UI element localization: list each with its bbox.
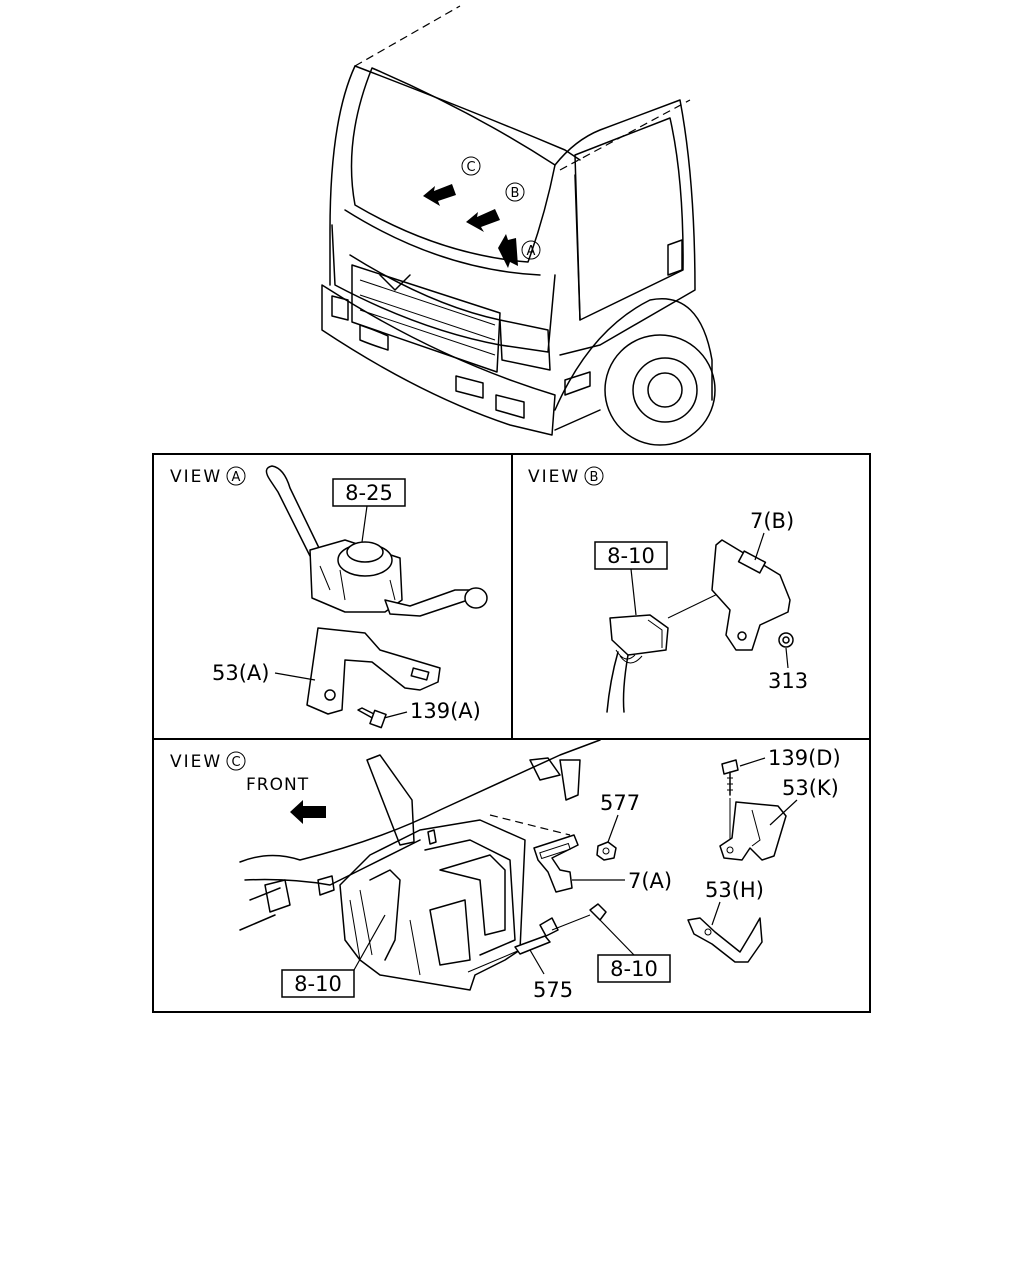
marker-c-badge: C xyxy=(461,156,481,176)
view-a-ref-box: 8-25 xyxy=(332,478,406,507)
view-a-letter-badge: A xyxy=(226,466,246,486)
view-c-letter-badge: C xyxy=(226,751,246,771)
bracket-53h-part xyxy=(687,917,763,963)
svg-text:A: A xyxy=(232,470,241,485)
view-c-arrow-icon xyxy=(423,184,456,206)
svg-text:C: C xyxy=(466,160,475,175)
bolt-139d-part xyxy=(721,759,739,796)
view-a-panel: VIEW A 8-25 53(A) xyxy=(170,465,488,729)
svg-text:8-25: 8-25 xyxy=(345,481,393,505)
view-b-arrow-icon xyxy=(466,209,500,232)
svg-text:C: C xyxy=(231,755,240,770)
view-c-ref-box-left: 8-10 xyxy=(281,969,355,998)
view-b-ref-box: 8-10 xyxy=(594,541,668,570)
svg-text:A: A xyxy=(527,244,536,259)
bracket-7b-part xyxy=(711,539,791,651)
view-a-title: VIEW xyxy=(170,467,222,487)
bracket-7a-part xyxy=(533,834,579,893)
front-arrow-icon xyxy=(290,800,326,824)
marker-b-badge: B xyxy=(505,182,525,202)
svg-text:8-10: 8-10 xyxy=(294,972,342,996)
combination-switch-part xyxy=(265,465,488,617)
svg-text:B: B xyxy=(590,470,599,485)
connector-575-part xyxy=(514,903,607,955)
view-c-title: VIEW xyxy=(170,752,222,772)
bracket-53a-part xyxy=(306,627,441,715)
view-b-panel: VIEW B 8-10 7(B) xyxy=(528,466,808,713)
svg-text:8-10: 8-10 xyxy=(610,957,658,981)
truck-cab-illustration xyxy=(321,5,716,446)
label-53h: 53(H) xyxy=(705,878,764,902)
screw-313-part xyxy=(778,632,794,648)
detail-views-frame xyxy=(152,453,871,1013)
label-53a: 53(A) xyxy=(212,661,269,685)
view-b-title: VIEW xyxy=(528,467,580,487)
label-313: 313 xyxy=(768,669,808,693)
label-7a: 7(A) xyxy=(628,869,672,893)
label-7b: 7(B) xyxy=(750,509,794,533)
marker-a-badge: A xyxy=(521,240,541,260)
view-c-panel: VIEW C FRONT 8 xyxy=(170,739,841,1002)
front-label: FRONT xyxy=(246,775,309,795)
view-a-arrow-icon xyxy=(498,234,518,268)
cab-view-arrows: C B A xyxy=(423,156,541,268)
label-139a: 139(A) xyxy=(410,699,481,723)
svg-text:8-10: 8-10 xyxy=(607,544,655,568)
label-139d: 139(D) xyxy=(768,746,841,770)
svg-text:B: B xyxy=(511,186,520,201)
bolt-139a-part xyxy=(357,707,387,729)
view-b-letter-badge: B xyxy=(584,466,604,486)
nut-577-part xyxy=(596,841,617,861)
label-577: 577 xyxy=(600,791,640,815)
label-53k: 53(K) xyxy=(782,776,839,800)
dashboard-assembly xyxy=(239,739,601,991)
connector-part xyxy=(606,614,669,713)
label-575: 575 xyxy=(533,978,573,1002)
view-c-ref-box-right: 8-10 xyxy=(597,954,671,983)
